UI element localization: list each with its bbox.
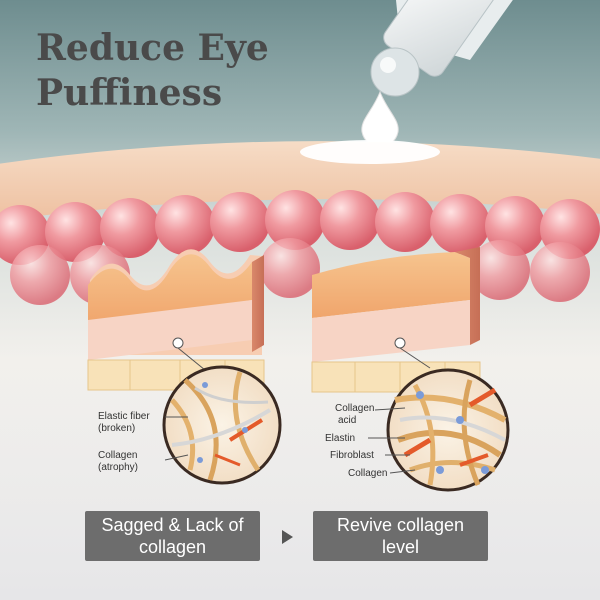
label-collagen-state: (atrophy) xyxy=(98,462,139,473)
magnifier-after xyxy=(386,368,510,492)
label-collagen-acid-1: Collagen xyxy=(335,403,375,414)
label-elastin: Elastin xyxy=(325,433,356,444)
label-collagen-after: Collagen xyxy=(348,468,388,479)
before-button[interactable]: Sagged & Lack of collagen xyxy=(85,511,260,561)
arrow-right-icon xyxy=(282,530,293,544)
headline-line-1: Reduce Eye xyxy=(36,27,269,69)
headline-line-2: Puffiness xyxy=(36,72,223,114)
label-elastic-fiber: Elastic fiber xyxy=(98,411,150,422)
serum-drop-icon xyxy=(361,90,399,147)
magnifier-before xyxy=(162,365,282,485)
label-collagen-acid-2: acid xyxy=(338,415,357,426)
headline: Reduce Eye Puffiness xyxy=(36,26,269,116)
skin-block-after xyxy=(311,247,481,393)
label-fibroblast: Fibroblast xyxy=(330,450,374,461)
cell-layer xyxy=(0,190,600,305)
roller-bottle-icon xyxy=(370,0,513,97)
label-elastic-fiber-state: (broken) xyxy=(98,423,136,434)
label-collagen: Collagen xyxy=(98,450,138,461)
after-button[interactable]: Revive collagen level xyxy=(313,511,488,561)
